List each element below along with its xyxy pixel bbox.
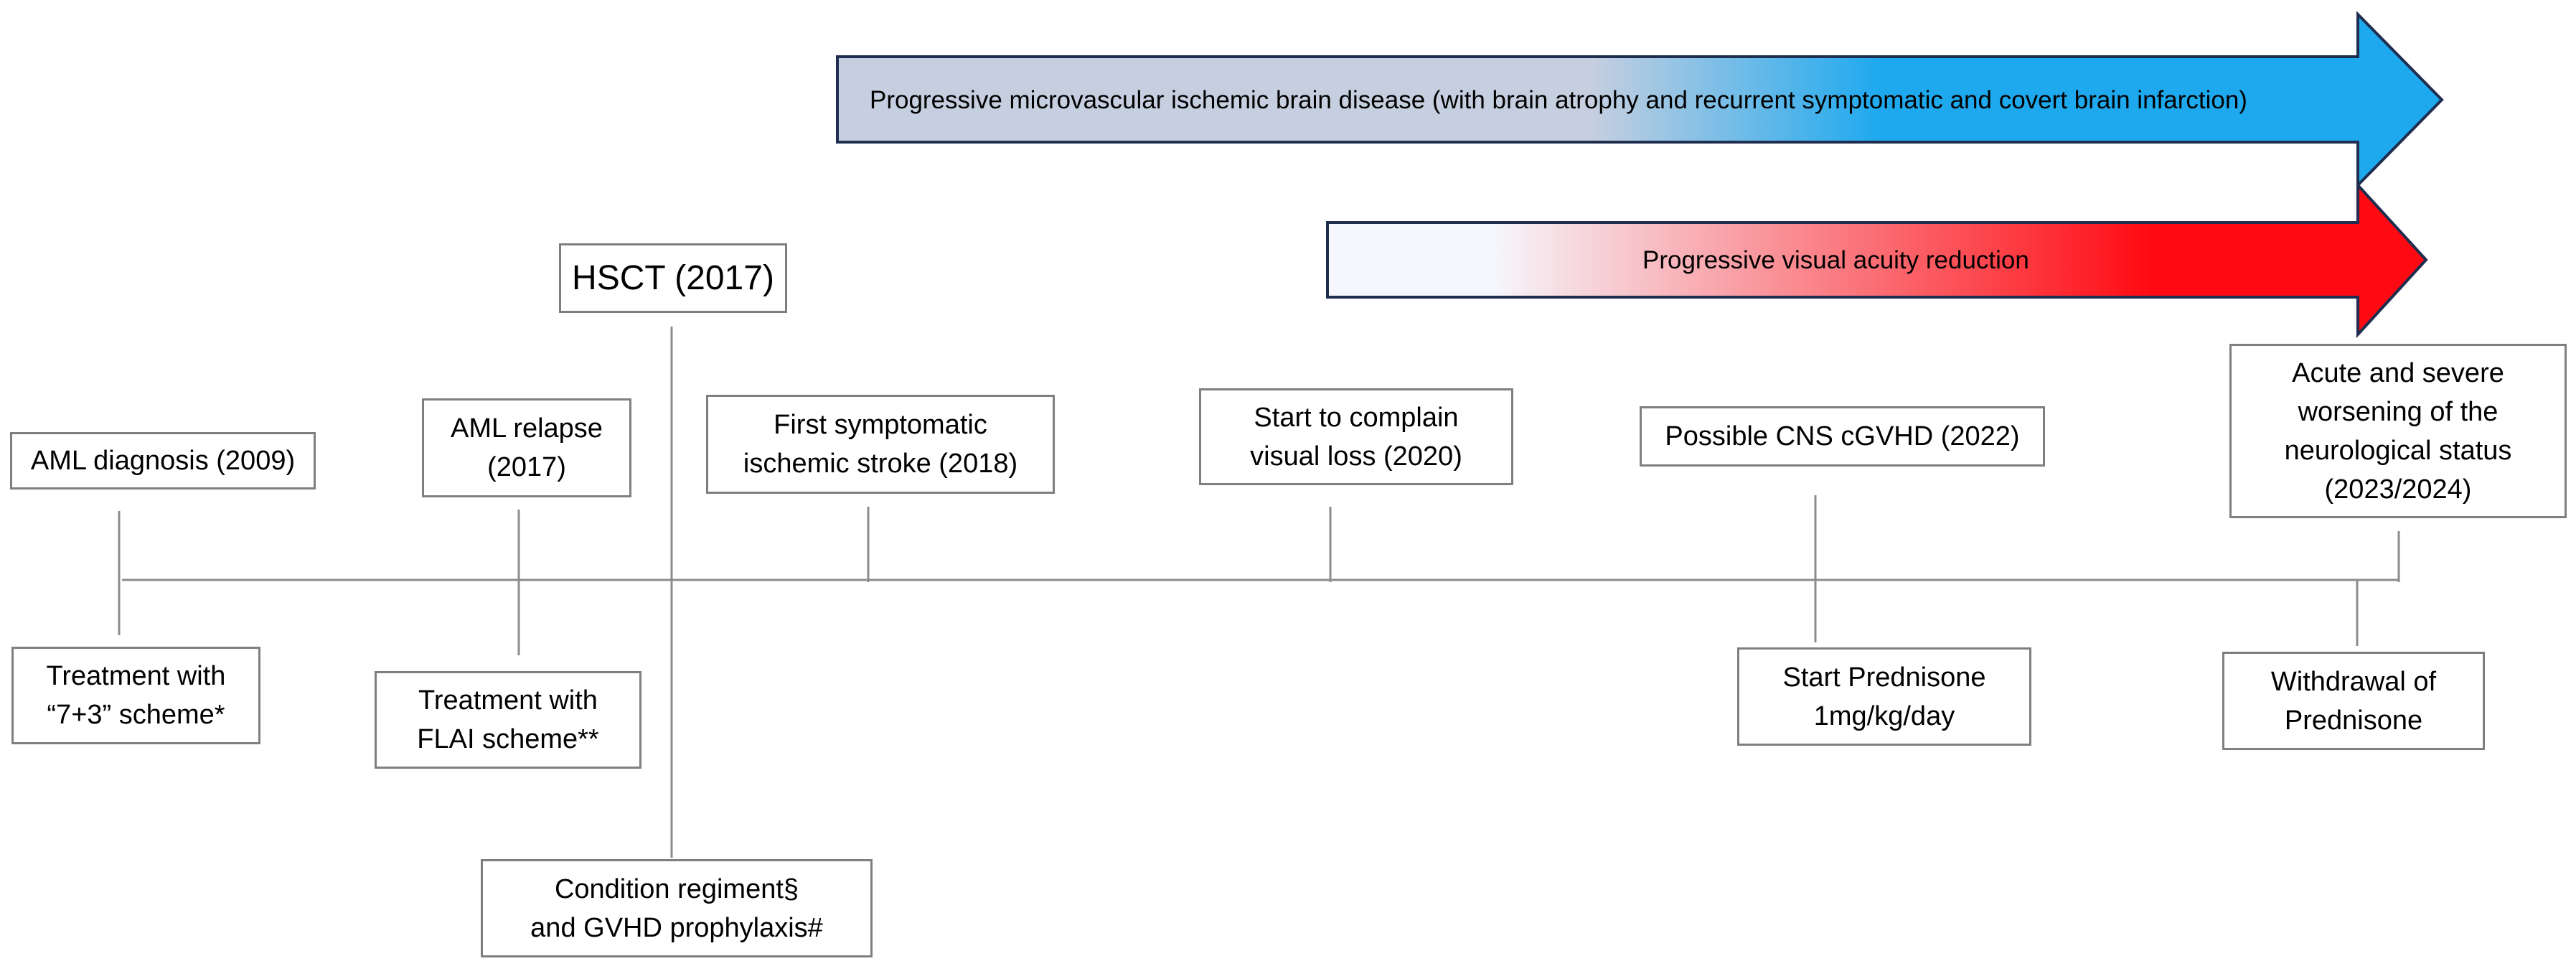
first-stroke-box: First symptomatic ischemic stroke (2018) bbox=[706, 395, 1055, 494]
visual-acuity-label: Progressive visual acuity reduction bbox=[1642, 246, 2029, 274]
cns-cgvhd-box: Possible CNS cGVHD (2022) bbox=[1640, 406, 2045, 467]
aml-relapse-box: AML relapse (2017) bbox=[422, 398, 631, 497]
start-prednisone-box: Start Prednisone 1mg/kg/day bbox=[1737, 647, 2031, 746]
treatment-7-3-box: Treatment with “7+3” scheme* bbox=[11, 647, 260, 744]
brain-disease-arrow bbox=[836, 11, 2444, 189]
timeline-lines bbox=[118, 327, 2400, 858]
treatment-flai-box: Treatment with FLAI scheme** bbox=[375, 671, 641, 769]
visual-loss-box: Start to complain visual loss (2020) bbox=[1199, 388, 1513, 485]
brain-disease-label: Progressive microvascular ischemic brain… bbox=[870, 86, 2247, 114]
conditioning-box: Condition regiment§ and GVHD prophylaxis… bbox=[481, 859, 873, 957]
hsct-box: HSCT (2017) bbox=[559, 243, 787, 313]
acute-worsening-box: Acute and severe worsening of the neurol… bbox=[2229, 344, 2567, 518]
withdrawal-box: Withdrawal of Prednisone bbox=[2222, 652, 2485, 750]
visual-acuity-arrow bbox=[1326, 181, 2428, 339]
aml-diagnosis-box: AML diagnosis (2009) bbox=[10, 432, 316, 490]
